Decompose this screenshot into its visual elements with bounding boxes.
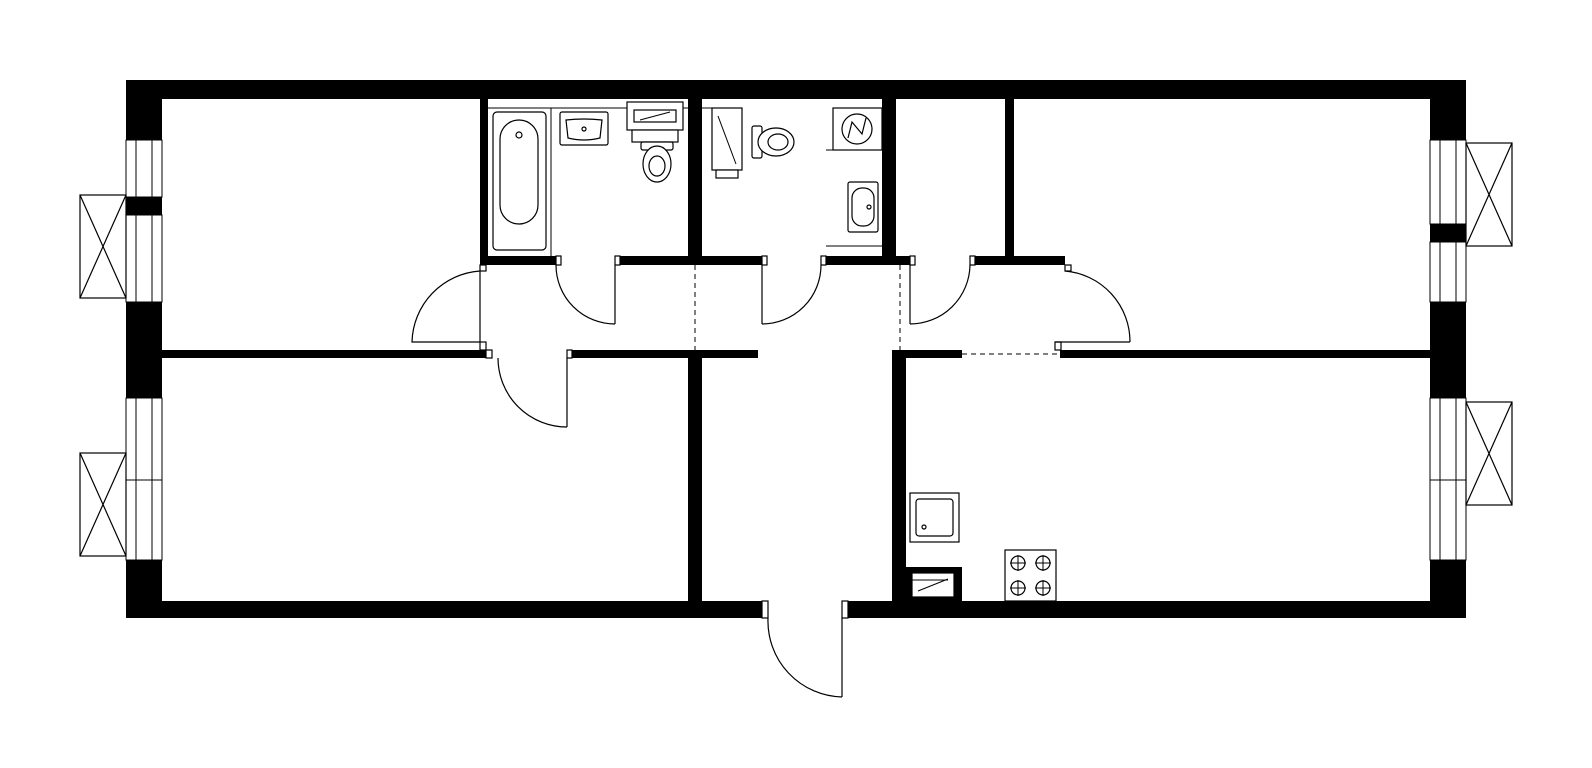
window-west-1 <box>125 139 163 198</box>
door-closet <box>909 264 971 325</box>
doors <box>411 264 1131 698</box>
sink-icon <box>847 181 879 233</box>
ac-unit-east-1-icon <box>1465 142 1513 247</box>
windows <box>125 139 1467 561</box>
toilet-icon <box>751 125 795 159</box>
wall-north <box>126 80 1466 99</box>
interior-walls <box>162 99 1430 619</box>
wall-hallway-east <box>892 350 906 601</box>
ac-unit-east-2-icon <box>1465 401 1513 506</box>
sink-icon <box>559 111 609 146</box>
wall-bathroom-west <box>480 99 488 265</box>
door-room-top-right <box>1055 270 1131 343</box>
bathroom-fixtures <box>488 101 688 256</box>
window-east-3 <box>1429 397 1467 561</box>
window-east-1 <box>1429 139 1467 225</box>
toilet-icon <box>640 141 674 183</box>
door-toilet <box>761 264 822 325</box>
door-room-bottom-left <box>497 357 568 428</box>
window-west-2 <box>125 214 163 303</box>
zone-lines <box>694 265 1060 355</box>
wall-left-divider <box>162 350 486 358</box>
door-bathroom <box>555 264 616 325</box>
window-west-3 <box>125 397 163 561</box>
ac-unit-west-1-icon <box>79 194 127 299</box>
ac-units <box>79 142 1513 557</box>
wall-hallway-west <box>688 350 702 601</box>
wall-south-left <box>126 601 762 618</box>
wall-bath-toilet <box>688 99 702 265</box>
door-room-top-left <box>411 270 481 343</box>
wall-right-divider <box>1060 350 1430 358</box>
electric-meter-icon <box>832 107 883 151</box>
ac-unit-west-2-icon <box>79 452 127 557</box>
kitchen-sink-icon <box>909 492 960 543</box>
wall-toilet-closet <box>882 99 896 265</box>
outer-walls <box>126 80 1466 618</box>
window-east-2 <box>1429 241 1467 303</box>
wall-south-right <box>848 601 1466 618</box>
toilet-room-fixtures <box>702 107 883 247</box>
water-heater-icon <box>906 567 962 601</box>
cooktop-icon <box>1004 549 1057 602</box>
bathtub-icon <box>492 111 547 251</box>
kitchen-fixtures <box>906 492 1057 602</box>
wall-closet-room <box>1005 99 1014 265</box>
washing-machine-icon <box>626 101 684 143</box>
door-entrance <box>767 617 843 698</box>
shower-tray-icon <box>711 107 743 179</box>
